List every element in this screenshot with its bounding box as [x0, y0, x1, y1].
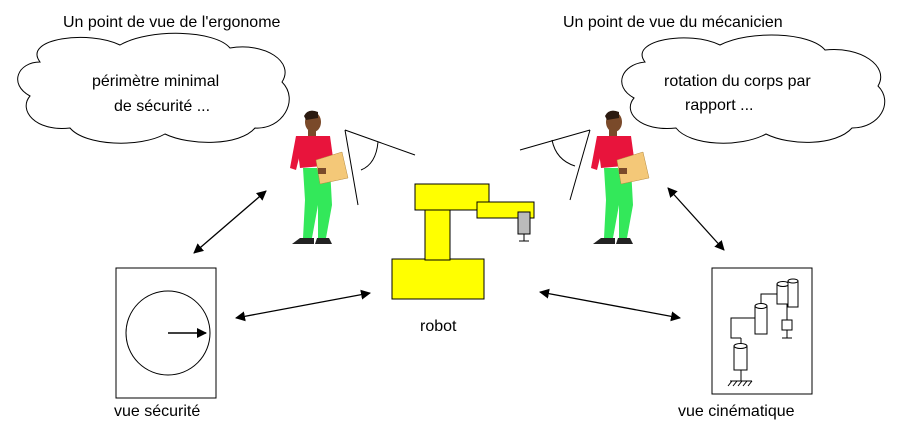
- left-view-angle-icon: [344, 129, 416, 206]
- safety-view-diagram: [115, 267, 217, 399]
- kinematic-view-label: vue cinématique: [678, 403, 795, 420]
- arrow-robot-kinematic: [539, 288, 681, 322]
- left-bubble-line1: périmètre minimal: [92, 73, 219, 90]
- left-bubble-line2: de sécurité ...: [114, 98, 210, 115]
- left-thought-bubble: périmètre minimal de sécurité ...: [17, 32, 290, 144]
- right-title: Un point de vue du mécanicien: [563, 14, 783, 31]
- right-bubble-line1: rotation du corps par: [664, 73, 811, 90]
- arrow-ergonomist-safety: [193, 190, 267, 254]
- arrow-mechanic-kinematic: [667, 187, 725, 251]
- kinematic-view-diagram: [711, 267, 813, 395]
- left-person-icon: [290, 110, 349, 244]
- right-thought-bubble: rotation du corps par rapport ...: [621, 34, 886, 144]
- robot-icon: [391, 183, 535, 300]
- arrows: [193, 187, 725, 322]
- right-bubble-line2: rapport ...: [685, 97, 753, 114]
- left-title: Un point de vue de l'ergonome: [63, 14, 281, 31]
- right-view-angle-icon: [519, 129, 591, 201]
- right-person-icon: [591, 110, 650, 244]
- arrow-safety-robot: [235, 289, 371, 322]
- safety-view-label: vue sécurité: [114, 403, 200, 420]
- robot-label: robot: [420, 318, 457, 335]
